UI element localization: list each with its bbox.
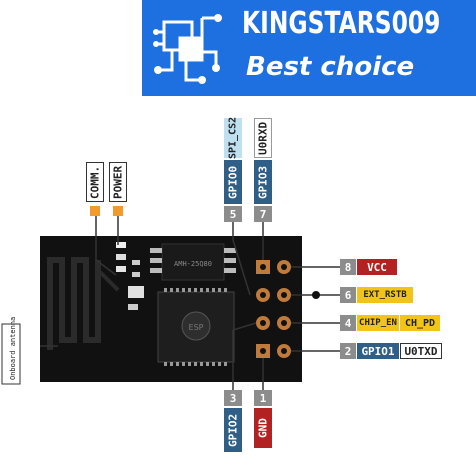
- circuit-chip-icon: [150, 4, 226, 90]
- smd-led-comm: [116, 242, 126, 248]
- pin4-name-label: CHIP_EN: [357, 315, 399, 331]
- brand-name: KINGSTARS009: [242, 6, 441, 41]
- pin2-number: 2: [340, 343, 356, 359]
- smd-cap-1: [132, 260, 140, 265]
- pin6-number: 6: [340, 287, 356, 303]
- pin-header: [256, 260, 291, 358]
- pin1-number: 1: [254, 390, 272, 406]
- pin8-name-label: VCC: [357, 259, 397, 275]
- pin7-name-label: GPIO3: [254, 160, 272, 204]
- reset-dot: [312, 291, 320, 299]
- pin7-alt-label: U0RXD: [254, 118, 272, 158]
- comm-led-label: COMM.: [86, 162, 104, 202]
- pin2-name-label: GPIO1: [357, 343, 399, 359]
- pin3-number: 3: [224, 390, 242, 406]
- smd-cap-3: [128, 304, 138, 310]
- pin3-name-label: GPIO2: [224, 408, 242, 452]
- pin5-alt-label: SPI_CS2: [224, 117, 242, 159]
- pin7-number: 7: [254, 206, 272, 222]
- pin6-name-label: EXT_RSTB: [357, 287, 413, 303]
- pin4-alt-label: CH_PD: [400, 315, 440, 331]
- brand-tagline: Best choice: [246, 52, 415, 82]
- pin5-number: 5: [224, 206, 242, 222]
- pin2-alt-label: U0TXD: [400, 343, 442, 359]
- comm-led-indicator: [90, 206, 100, 216]
- svg-text:Onboard antenna: Onboard antenna: [9, 317, 17, 380]
- flash-chip: AMH-25Q80: [150, 243, 236, 281]
- smd-cap-2: [132, 272, 140, 277]
- crystal: [128, 286, 144, 298]
- smd-resistor: [116, 266, 126, 272]
- esp-board-diagram: AMH-25Q80 ESP: [1, 208, 340, 390]
- smd-led-power: [116, 254, 126, 260]
- pin8-number: 8: [340, 259, 356, 275]
- svg-text:ESP: ESP: [189, 323, 204, 332]
- power-led-indicator: [113, 206, 123, 216]
- pin1-name-label: GND: [254, 408, 272, 448]
- esp-chip: ESP: [157, 288, 235, 366]
- pin4-number: 4: [340, 315, 356, 331]
- antenna-trace: [47, 257, 101, 350]
- power-led-label: POWER: [109, 162, 127, 202]
- pin5-name-label: GPIO0: [224, 160, 242, 204]
- svg-text:AMH-25Q80: AMH-25Q80: [174, 260, 212, 268]
- brand-banner: KINGSTARS009 Best choice: [142, 0, 476, 96]
